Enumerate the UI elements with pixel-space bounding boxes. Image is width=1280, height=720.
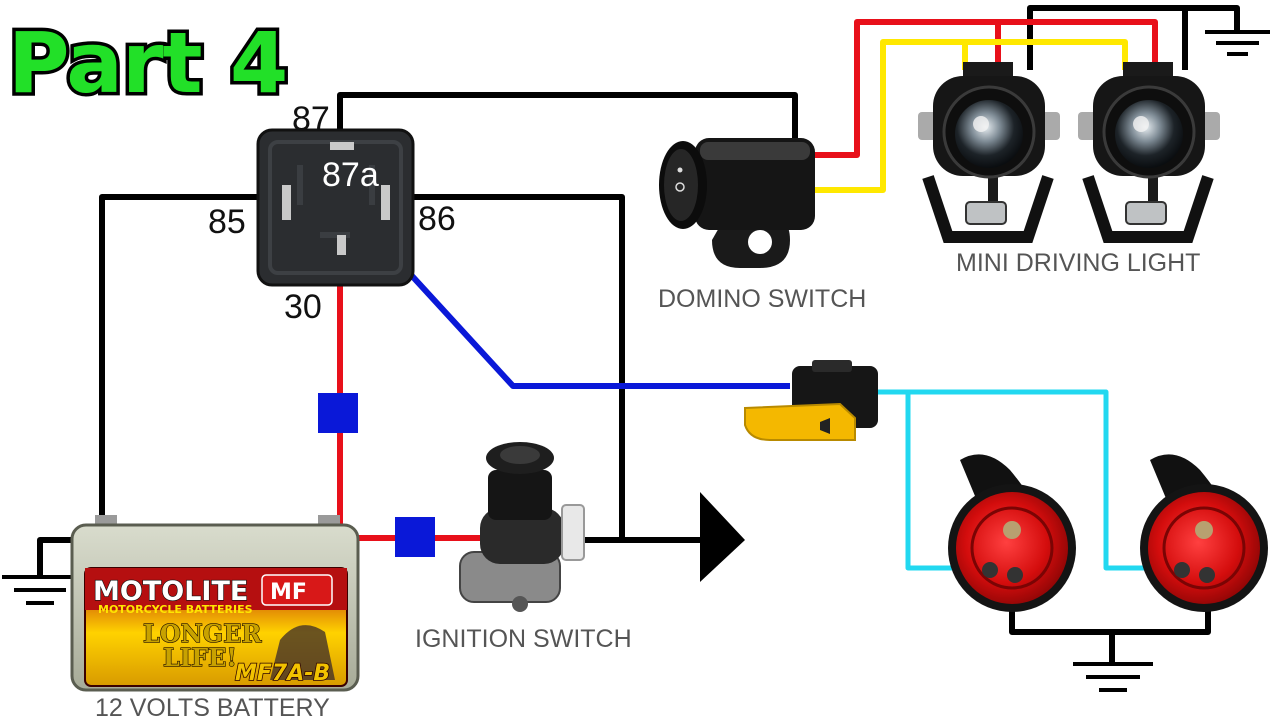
- wire-yellow-domino-to-lights: [815, 39, 1128, 193]
- wire-cyan-horn-1: [905, 392, 968, 571]
- relay-pin-30: 30: [284, 288, 322, 326]
- label-ignition-switch: IGNITION SWITCH: [415, 625, 632, 653]
- wire-black-87-to-domino: [337, 92, 798, 140]
- battery-icon: [70, 515, 360, 692]
- horn-icon: [1140, 454, 1268, 612]
- relay-pin-87a: 87a: [322, 156, 379, 194]
- fuse-icon: [395, 517, 435, 557]
- wire-black-lights-ground-2: [1185, 5, 1240, 30]
- label-mini-driving-light: MINI DRIVING LIGHT: [956, 249, 1200, 277]
- battery-mf-badge: MF: [270, 580, 307, 605]
- diagram-title: Part 4: [8, 14, 287, 112]
- domino-switch-icon: [659, 138, 815, 268]
- battery-model: MF7A-B: [235, 661, 330, 686]
- label-battery: 12 VOLTS BATTERY: [95, 694, 330, 720]
- fuse-icon: [318, 393, 358, 433]
- label-domino-switch: DOMINO SWITCH: [658, 285, 866, 313]
- horn-icon: [948, 454, 1076, 612]
- wire-red-domino-to-lights: [815, 19, 1158, 158]
- horn-switch-icon: [744, 360, 878, 441]
- relay-pin-85: 85: [208, 203, 246, 241]
- driving-light-icon: [1078, 62, 1220, 243]
- battery-slogan-2: LIFE!: [163, 643, 237, 672]
- relay-pin-87: 87: [292, 100, 330, 138]
- wire-black-86: [395, 194, 625, 540]
- ignition-switch-icon: [459, 442, 585, 612]
- wire-black-85-to-battery: [99, 194, 285, 530]
- arrow-right-icon: [700, 492, 745, 582]
- ground-icon: [2, 575, 78, 605]
- battery-slogan-1: LONGER: [143, 619, 263, 648]
- battery-subtitle: MOTORCYCLE BATTERIES: [98, 603, 253, 616]
- wire-cyan-horn-switch-to-horns: [875, 389, 1160, 571]
- relay-icon: [256, 128, 415, 287]
- relay-pin-86: 86: [418, 200, 456, 238]
- ground-icon: [1073, 662, 1153, 692]
- wires: [37, 5, 1240, 662]
- ground-icon: [1205, 30, 1270, 56]
- battery-brand: MOTOLITE: [93, 576, 248, 607]
- driving-light-icon: [918, 62, 1060, 243]
